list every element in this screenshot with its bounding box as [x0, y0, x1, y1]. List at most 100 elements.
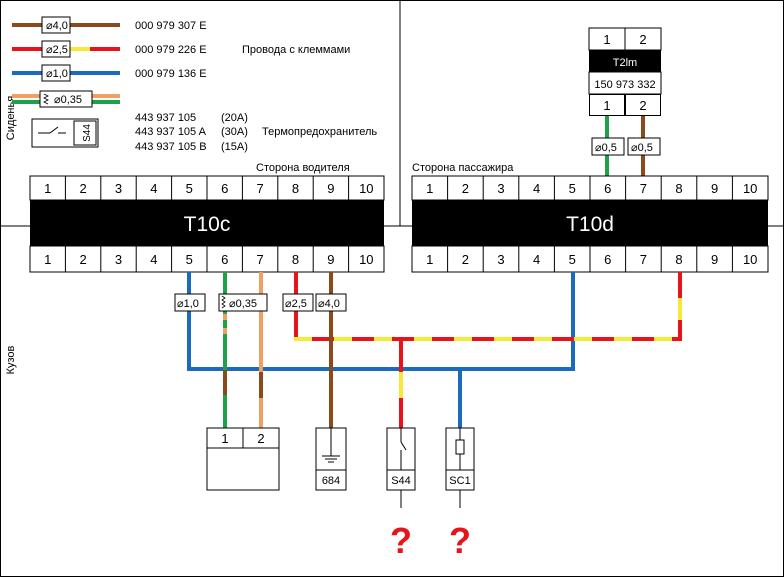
ground-label: 684 [322, 475, 340, 487]
fuse-icon [400, 441, 407, 451]
fuse-label-box [73, 120, 97, 146]
pin-number: 4 [533, 252, 540, 267]
pin-number: 1 [426, 252, 433, 267]
legend-size-label: ⌀0,35 [54, 94, 82, 106]
legend-size-label: ⌀4,0 [46, 20, 68, 32]
twisted-pair-icon [43, 93, 49, 105]
legend-size-label: ⌀2,5 [46, 44, 68, 56]
t10c-name: T10c [184, 213, 231, 236]
pin-number: 7 [640, 252, 647, 267]
fuse-part-label: 443 937 105 [135, 112, 196, 124]
t2lm-name: T2lm [613, 57, 637, 69]
seat-connector-body [206, 447, 280, 491]
t2lm-pin: 1 [603, 32, 610, 47]
fuse-part-label: 443 937 105 B [135, 141, 207, 153]
unknown-question-mark: ? [390, 520, 412, 561]
pin-number: 2 [79, 181, 86, 196]
pin-number: 8 [675, 181, 682, 196]
wire-size-box [591, 137, 625, 156]
wire-size-label: ⌀0,35 [229, 298, 257, 310]
fuse-s44: S44 ? [386, 427, 416, 561]
fuse-symbol-line [49, 126, 59, 134]
fuse-rating-label: (20A) [221, 112, 248, 124]
t2lm-name-box [589, 50, 661, 72]
t2lm-pin: 1 [603, 98, 610, 113]
seat-connector-pin: 1 [221, 431, 228, 446]
ground-label-box [315, 469, 347, 491]
pin-number: 9 [711, 181, 718, 196]
fuse-caption: Термопредохранитель [262, 126, 377, 138]
pin-number: 6 [221, 252, 228, 267]
pin-number: 1 [44, 181, 51, 196]
seat-connector-pin: 2 [257, 431, 264, 446]
connector-t2lm: 1 2 T2lm 150 973 332 1 2 [588, 27, 662, 116]
pin-number: 5 [186, 252, 193, 267]
fuse-part-label: 443 937 105 A [135, 126, 207, 138]
t2lm-pin: 2 [639, 32, 646, 47]
legend-size-label: ⌀1,0 [46, 68, 68, 80]
legend-size-box [41, 16, 71, 34]
wire-size-label: ⌀0,5 [595, 142, 617, 154]
pin-number: 3 [497, 181, 504, 196]
pin-number: 2 [462, 252, 469, 267]
fuse-rating-label: (30A) [221, 126, 248, 138]
driver-side-label: Сторона водителя [256, 162, 350, 174]
t2lm-part: 150 973 332 [594, 79, 655, 91]
t2lm-pin-cell [590, 95, 624, 115]
wire-size-label: ⌀4,0 [318, 298, 340, 310]
twisted-pair-icon [221, 295, 226, 309]
legend-part-label: 000 979 307 E [135, 20, 207, 32]
t10d-body [412, 200, 768, 246]
pin-number: 2 [79, 252, 86, 267]
pin-number: 8 [675, 252, 682, 267]
ground-684: 684 [315, 427, 347, 491]
pin-number: 10 [359, 252, 373, 267]
pin-number: 10 [743, 252, 757, 267]
t2lm-pin: 2 [639, 98, 646, 113]
pin-number: 7 [256, 181, 263, 196]
pin-number: 3 [115, 252, 122, 267]
pin-number: 7 [640, 181, 647, 196]
wire-size-box [627, 137, 661, 156]
fuse-symbol-label: S44 [82, 124, 93, 142]
wire-size-box [315, 293, 347, 312]
sc1-label: SC1 [449, 475, 470, 487]
t10c-body [30, 200, 384, 246]
pin-number: 8 [292, 181, 299, 196]
legend-part-label: 000 979 226 E [135, 44, 207, 56]
fuse-sc1: SC1 ? [445, 427, 475, 561]
pin-number: 10 [359, 181, 373, 196]
pin-number: 3 [497, 252, 504, 267]
legend-size-box [41, 64, 71, 82]
seat-connector: 1 2 [206, 427, 280, 491]
pin-number: 5 [569, 252, 576, 267]
pin-number: 5 [569, 181, 576, 196]
wire-size-label: ⌀2,5 [285, 298, 307, 310]
t10d-name: T10d [566, 213, 614, 236]
t2lm-pin-cell [626, 95, 660, 115]
pin-number: 1 [44, 252, 51, 267]
pin-number: 6 [221, 181, 228, 196]
pin-number: 4 [150, 181, 157, 196]
wire-size-box [282, 293, 314, 312]
section-body-label: Кузов [5, 345, 17, 374]
unknown-question-mark: ? [449, 520, 471, 561]
pin-number: 9 [711, 252, 718, 267]
pin-number: 1 [426, 181, 433, 196]
legend-size-box [41, 40, 71, 58]
pin-number: 4 [150, 252, 157, 267]
pin-number: 9 [327, 252, 334, 267]
fuse-rating-label: (15A) [221, 141, 248, 153]
pin-number: 6 [604, 252, 611, 267]
fuse-label: S44 [391, 475, 411, 487]
pin-number: 5 [186, 181, 193, 196]
pin-number: 7 [256, 252, 263, 267]
pin-number: 6 [604, 181, 611, 196]
sc1-fuse-icon [455, 439, 465, 455]
wire-size-label: ⌀0,5 [631, 142, 653, 154]
